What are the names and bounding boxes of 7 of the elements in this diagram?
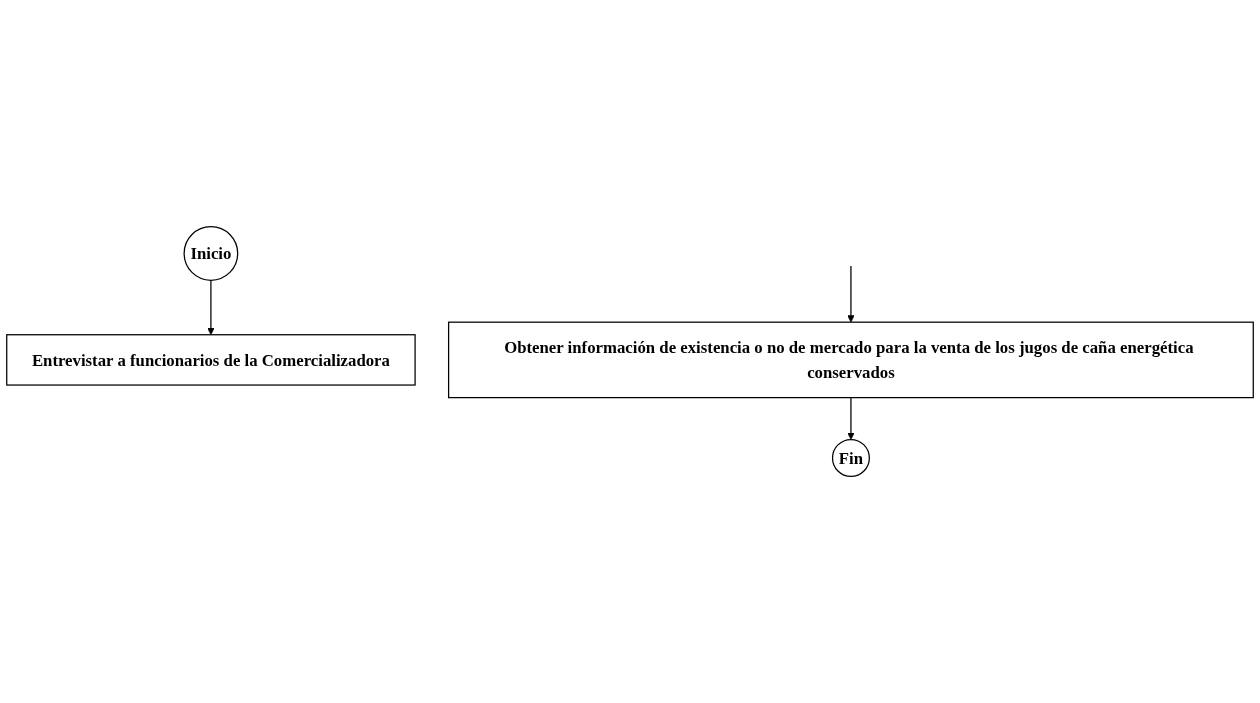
node-circle: Fin xyxy=(831,438,870,477)
node-box: Obtener información de existencia o no de mercado para la venta de los jugos de caña energética conservados xyxy=(448,321,1254,399)
node-box: Entrevistar a funcionarios de la Comercializadora xyxy=(6,334,416,386)
arrow xyxy=(207,279,215,336)
node-circle: Inicio xyxy=(183,226,239,281)
arrow xyxy=(847,265,855,323)
arrow xyxy=(847,396,855,440)
